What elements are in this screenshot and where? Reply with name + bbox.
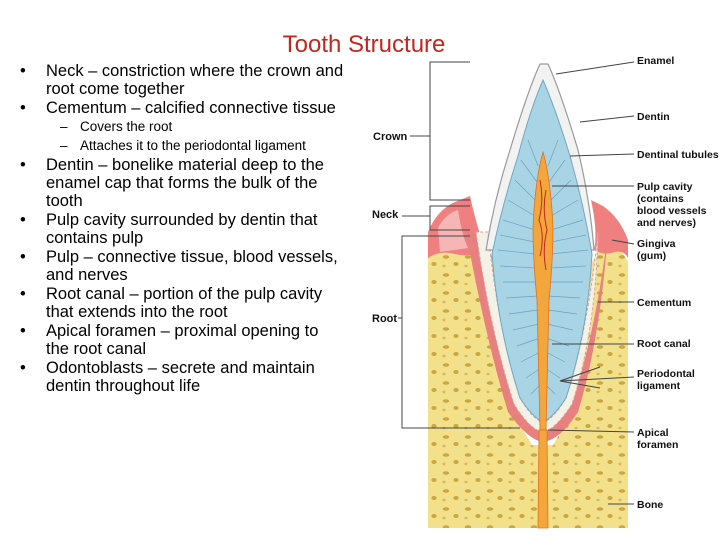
label-root: Root [372, 313, 397, 325]
bullet-line: Neck – constriction where the crown and [46, 62, 344, 80]
bullet-item: Dentin – bonelike material deep to theen… [18, 156, 370, 210]
label-dentinal-tubules: Dentinal tubules [637, 149, 719, 161]
label-line: and nerves) [637, 217, 696, 229]
sub-bullet-item: Covers the root [18, 118, 370, 136]
bullet-line: enamel cap that forms the bulk of the [46, 174, 318, 192]
bullet-line: that extends into the root [46, 303, 228, 321]
label-line: Cementum [637, 297, 691, 309]
bullet-line: tooth [46, 192, 83, 210]
label-line: Apical [637, 427, 669, 439]
pulp-vessels [538, 179, 548, 271]
label-line: (gum) [637, 250, 666, 262]
root-canal-extension [537, 429, 549, 529]
slide-title: Tooth Structure [282, 31, 446, 58]
bullet-line: Odontoblasts – secrete and maintain [46, 359, 315, 377]
bone-region [428, 248, 628, 528]
bullet-line: the root canal [46, 340, 146, 358]
label-neck: Neck [372, 209, 399, 221]
label-line: Gingiva [637, 238, 676, 250]
label-line: (contains [637, 193, 684, 205]
label-line: Root canal [637, 338, 691, 350]
gingiva-pink-left [438, 210, 468, 252]
leader-lines [547, 61, 635, 505]
bullet-item: Neck – constriction where the crown andr… [18, 62, 370, 98]
bullet-item: Odontoblasts – secrete and maintaindenti… [18, 359, 370, 395]
bullet-list: Neck – constriction where the crown andr… [18, 62, 370, 395]
label-line: ligament [637, 380, 681, 392]
bullet-item: Pulp cavity surrounded by dentin thatcon… [18, 211, 370, 247]
label-line: Pulp cavity [637, 181, 693, 193]
bullet-line: Root canal – portion of the pulp cavity [46, 285, 323, 303]
bullet-line: Pulp cavity surrounded by dentin that [46, 211, 318, 229]
bullet-item: Root canal – portion of the pulp cavityt… [18, 285, 370, 321]
bullet-line: Apical foramen – proximal opening to [46, 322, 319, 340]
gingiva-right [591, 200, 628, 258]
label-crown: Crown [373, 131, 408, 143]
right-labels: Enamel Dentin Dentinal tubules Pulp cavi… [637, 55, 719, 511]
bullet-item: Pulp – connective tissue, blood vessels,… [18, 248, 370, 284]
bullet-line: and nerves [46, 266, 128, 284]
label-line: foramen [637, 439, 678, 451]
bullet-item: Apical foramen – proximal opening tothe … [18, 322, 370, 358]
bullet-line: Cementum – calcified connective tissue [46, 99, 336, 117]
sub-bullet-item: Attaches it to the periodontal ligament [18, 137, 370, 155]
bullet-line: Covers the root [80, 119, 173, 134]
periodontal-ligament [466, 232, 608, 442]
label-line: Dentin [637, 111, 670, 123]
bullet-line: contains pulp [46, 229, 144, 247]
bullet-line: Attaches it to the periodontal ligament [80, 138, 306, 153]
bullet-line: Pulp – connective tissue, blood vessels, [46, 248, 338, 266]
label-dentin: Dentin [637, 111, 670, 123]
label-line: Enamel [637, 55, 674, 67]
bullet-line: Dentin – bonelike material deep to the [46, 156, 324, 174]
label-cementum: Cementum [637, 297, 691, 309]
region-brackets [398, 61, 520, 429]
bullet-item: Cementum – calcified connective tissue [18, 99, 370, 117]
bullet-line: root come together [46, 80, 185, 98]
label-root-canal: Root canal [637, 338, 691, 350]
label-bone: Bone [637, 499, 663, 511]
bullet-line: dentin throughout life [46, 377, 201, 395]
label-line: Periodontal [637, 368, 695, 380]
label-line: Bone [637, 499, 663, 511]
label-enamel: Enamel [637, 55, 674, 67]
label-line: Dentinal tubules [637, 149, 719, 161]
label-line: blood vessels [637, 205, 707, 217]
label-gingiva: Gingiva(gum) [637, 238, 676, 262]
